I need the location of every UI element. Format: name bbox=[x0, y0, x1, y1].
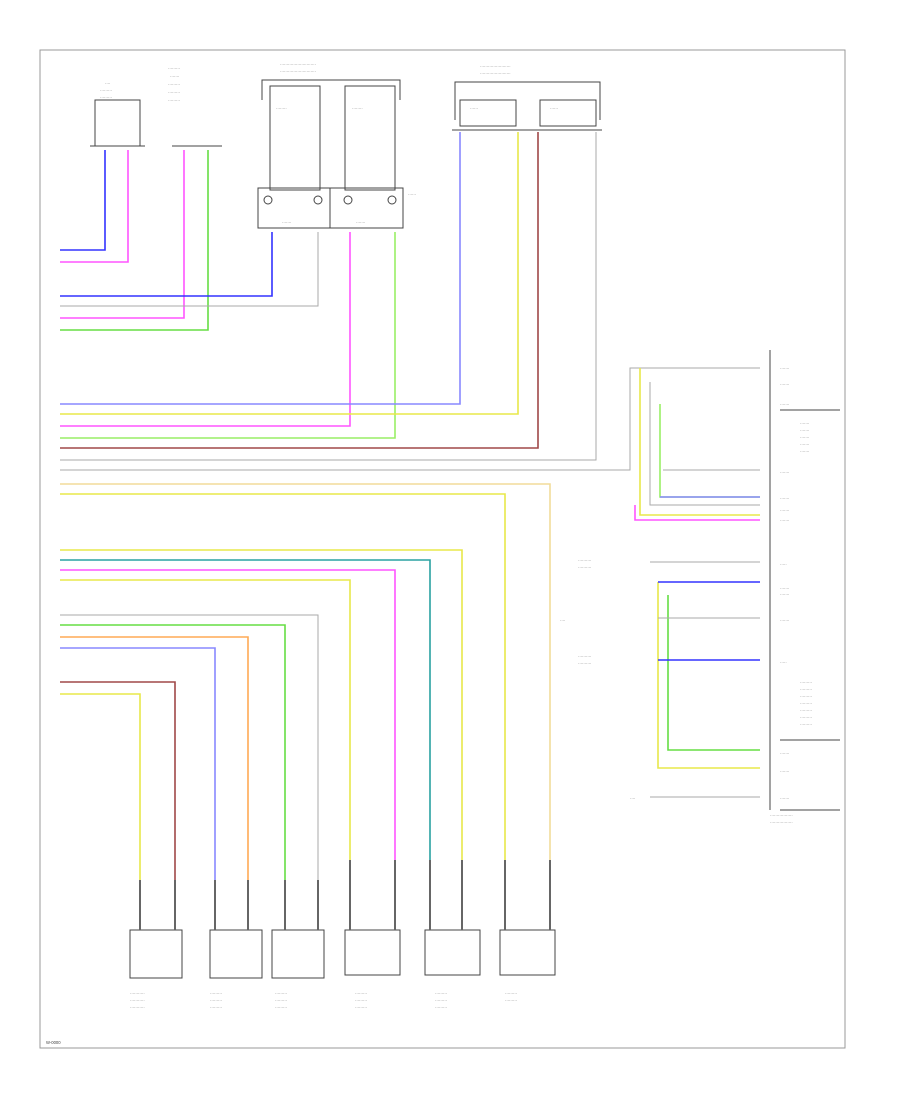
svg-text:·······: ······· bbox=[780, 470, 789, 475]
svg-text:·················: ················· bbox=[770, 813, 793, 818]
svg-text:······: ······ bbox=[550, 106, 558, 111]
svg-text:·········: ········· bbox=[800, 708, 812, 713]
svg-text:·······: ······· bbox=[800, 428, 809, 433]
svg-text:····: ···· bbox=[560, 618, 565, 623]
right-module bbox=[769, 350, 840, 811]
svg-text:·······: ······· bbox=[356, 220, 365, 225]
svg-text:····: ···· bbox=[105, 81, 110, 86]
diagram-border bbox=[39, 49, 846, 1049]
svg-text:·········: ········· bbox=[800, 694, 812, 699]
bottom-switches bbox=[129, 929, 556, 979]
svg-text:·······: ······· bbox=[780, 586, 789, 591]
bottom-labels: ··········· ··········· ··········· ····… bbox=[130, 991, 517, 1010]
bottom-connectors bbox=[139, 860, 551, 930]
svg-text:·········: ········· bbox=[800, 701, 812, 706]
clockspring-labels: ··························· ············… bbox=[276, 62, 416, 225]
svg-text:········: ········ bbox=[352, 106, 363, 111]
svg-text:·········: ········· bbox=[168, 66, 180, 71]
svg-text:·········: ········· bbox=[100, 95, 112, 100]
svg-text:·········: ········· bbox=[210, 998, 222, 1003]
svg-text:·······: ······· bbox=[800, 435, 809, 440]
left-bundle-wires bbox=[60, 367, 760, 880]
svg-text:·········: ········· bbox=[355, 1005, 367, 1010]
svg-text:·········: ········· bbox=[505, 991, 517, 996]
svg-text:·······: ······· bbox=[800, 442, 809, 447]
right-wires bbox=[634, 368, 760, 798]
svg-text:········: ········ bbox=[276, 106, 287, 111]
clockspring-module bbox=[257, 79, 404, 229]
svg-text:·······: ······· bbox=[780, 402, 789, 407]
svg-text:·········: ········· bbox=[168, 98, 180, 103]
svg-text:·········: ········· bbox=[800, 722, 812, 727]
top-left-modules: ···· ········· ········· ········· ·····… bbox=[90, 66, 222, 147]
svg-text:·········: ········· bbox=[168, 82, 180, 87]
svg-text:·······: ······· bbox=[780, 366, 789, 371]
svg-text:··········: ·········· bbox=[578, 661, 591, 666]
svg-text:·········: ········· bbox=[275, 991, 287, 996]
svg-text:·······: ······· bbox=[800, 421, 809, 426]
svg-text:·········: ········· bbox=[100, 88, 112, 93]
svg-text:·······: ······· bbox=[780, 518, 789, 523]
svg-text:·······: ······· bbox=[780, 618, 789, 623]
svg-text:·········: ········· bbox=[210, 1005, 222, 1010]
svg-text:·················: ················· bbox=[770, 820, 793, 825]
svg-text:·········: ········· bbox=[435, 1005, 447, 1010]
svg-text:·········: ········· bbox=[435, 991, 447, 996]
corner-code: W-0000 bbox=[46, 1040, 61, 1045]
svg-text:·······: ······· bbox=[800, 449, 809, 454]
right-labels: ······· ······· ······· ······· ······· … bbox=[560, 366, 812, 825]
svg-text:·········: ········· bbox=[800, 715, 812, 720]
svg-text:···········: ··········· bbox=[130, 991, 145, 996]
svg-text:·········: ········· bbox=[210, 991, 222, 996]
svg-text:·······: ······· bbox=[780, 496, 789, 501]
svg-text:·······················: ······················· bbox=[480, 71, 511, 76]
svg-text:····: ···· bbox=[630, 796, 635, 801]
svg-text:·········: ········· bbox=[505, 998, 517, 1003]
svg-text:·········: ········· bbox=[355, 991, 367, 996]
svg-text:·······: ······· bbox=[780, 508, 789, 513]
svg-text:·········: ········· bbox=[275, 998, 287, 1003]
svg-text:···········: ··········· bbox=[130, 1005, 145, 1010]
svg-text:·········: ········· bbox=[800, 680, 812, 685]
svg-text:·····: ····· bbox=[780, 660, 787, 665]
pretensioner-labels: ······················· ················… bbox=[470, 64, 558, 111]
svg-text:·······: ······· bbox=[780, 592, 789, 597]
svg-text:·········: ········· bbox=[355, 998, 367, 1003]
top-left-wires bbox=[60, 150, 209, 331]
svg-text:···························: ··························· bbox=[280, 62, 316, 67]
svg-text:···········: ··········· bbox=[130, 998, 145, 1003]
svg-text:·····: ····· bbox=[780, 562, 787, 567]
clockspring-wires bbox=[60, 232, 396, 439]
svg-text:·······: ······· bbox=[780, 751, 789, 756]
svg-text:·······················: ······················· bbox=[480, 64, 511, 69]
svg-text:·········: ········· bbox=[168, 90, 180, 95]
svg-text:······: ······ bbox=[408, 192, 416, 197]
svg-text:·······: ······· bbox=[780, 769, 789, 774]
svg-text:·········: ········· bbox=[275, 1005, 287, 1010]
pretensioner-wires bbox=[60, 132, 597, 461]
svg-text:·······: ······· bbox=[170, 74, 179, 79]
svg-text:···························: ··························· bbox=[280, 69, 316, 74]
svg-text:·········: ········· bbox=[435, 998, 447, 1003]
svg-text:·······: ······· bbox=[780, 382, 789, 387]
svg-text:·······: ······· bbox=[780, 796, 789, 801]
svg-text:······: ······ bbox=[470, 106, 478, 111]
svg-text:·······: ······· bbox=[282, 220, 291, 225]
pretensioner-module bbox=[452, 81, 602, 131]
svg-text:·········: ········· bbox=[800, 687, 812, 692]
svg-text:··········: ·········· bbox=[578, 565, 591, 570]
svg-text:··········: ·········· bbox=[578, 558, 591, 563]
svg-text:··········: ·········· bbox=[578, 654, 591, 659]
